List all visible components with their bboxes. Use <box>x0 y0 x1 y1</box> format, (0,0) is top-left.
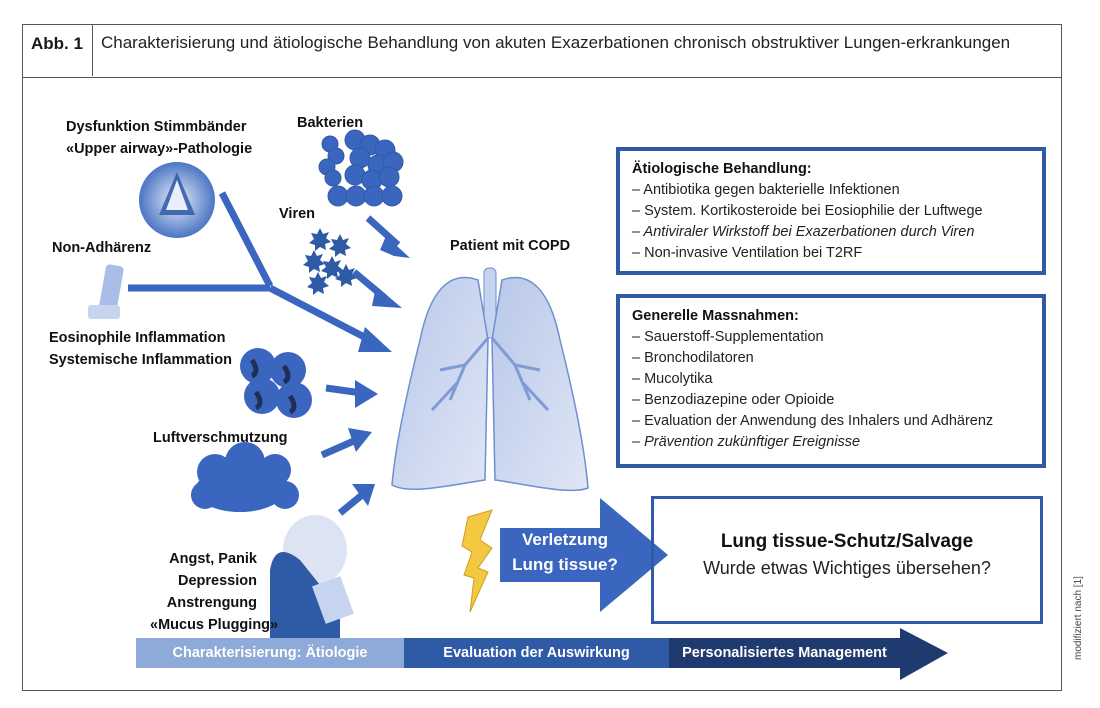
process-stage-1-bg <box>136 638 404 668</box>
process-stage-1: Charakterisierung: Ätiologie <box>172 645 368 661</box>
source-credit: modifiziert nach [1] <box>1073 576 1084 660</box>
process-stage-2: Evaluation der Auswirkung <box>443 645 630 661</box>
psych-arrow <box>337 484 375 516</box>
bacteria-icon <box>318 129 404 207</box>
pollution-arrow <box>320 428 372 459</box>
cause-pollution-label: Luftverschmutzung <box>153 430 288 446</box>
process-stage-3-bg <box>669 628 948 680</box>
process-stage-3: Personalisiertes Management <box>682 645 887 661</box>
merge-arrow <box>128 191 372 344</box>
cause-bacteria-label: Bakterien <box>297 115 364 131</box>
general-measures-item: – Evaluation der Anwendung des Inhalers … <box>632 413 994 429</box>
etiologic-item: – Antibiotika gegen bakterielle Infektio… <box>632 182 900 198</box>
figure-frame <box>22 24 1062 691</box>
etiologic-item: – Non-invasive Ventilation bei T2RF <box>632 245 863 261</box>
general-measures-item: – Bronchodilatoren <box>632 350 754 366</box>
salvage-subtitle: Wurde etwas Wichtiges übersehen? <box>703 558 991 578</box>
lungs-icon <box>391 267 589 492</box>
inhaler-icon <box>88 264 124 319</box>
general-measures-item: – Mucolytika <box>632 371 713 387</box>
general-measures-item: – Sauerstoff-Supplementation <box>632 329 824 345</box>
virus-arrow <box>351 269 402 308</box>
inflammation-arrow <box>325 380 378 408</box>
injury-arrow <box>500 498 668 612</box>
etiologic-item: – Antiviraler Wirkstoff bei Exazerbation… <box>632 224 975 240</box>
merge-arrowhead <box>358 327 392 352</box>
etiologic-treatment-box: Ätiologische Behandlung: – Antibiotika g… <box>616 147 1046 275</box>
cause-vocal-cords-label: Dysfunktion Stimmbänder«Upper airway»-Pa… <box>66 119 253 157</box>
cause-viruses-label: Viren <box>279 206 316 222</box>
vocal-cords-icon <box>139 162 215 238</box>
anxious-person-icon <box>270 515 354 640</box>
bacteria-arrow <box>365 215 410 258</box>
eosinophil-icon <box>240 348 312 418</box>
pollution-cloud-icon <box>191 442 299 512</box>
lightning-icon <box>461 509 493 613</box>
patient-copd-label: Patient mit COPD <box>450 238 571 254</box>
salvage-title: Lung tissue-Schutz/Salvage <box>720 531 974 552</box>
figure-label: Abb. 1 <box>23 25 93 76</box>
etiologic-item: – System. Kortikosteroide bei Eosiophili… <box>632 203 983 219</box>
general-measures-item: – Prävention zukünftiger Ereignisse <box>632 434 861 450</box>
process-stage-2-bg <box>404 638 669 668</box>
general-measures-box: Generelle Massnahmen: – Sauerstoff-Suppl… <box>616 294 1046 468</box>
salvage-box: Lung tissue-Schutz/Salvage Wurde etwas W… <box>651 496 1043 624</box>
general-measures-title: Generelle Massnahmen: <box>632 308 799 324</box>
general-measures-item: – Benzodiazepine oder Opioide <box>632 392 835 408</box>
etiologic-treatment-title: Ätiologische Behandlung: <box>632 161 812 177</box>
input-arrows <box>320 215 410 516</box>
cause-non-adherence-label: Non-Adhärenz <box>52 240 152 256</box>
virus-icon <box>303 228 357 295</box>
figure-title: Charakterisierung und ätiologische Behan… <box>101 33 1011 52</box>
